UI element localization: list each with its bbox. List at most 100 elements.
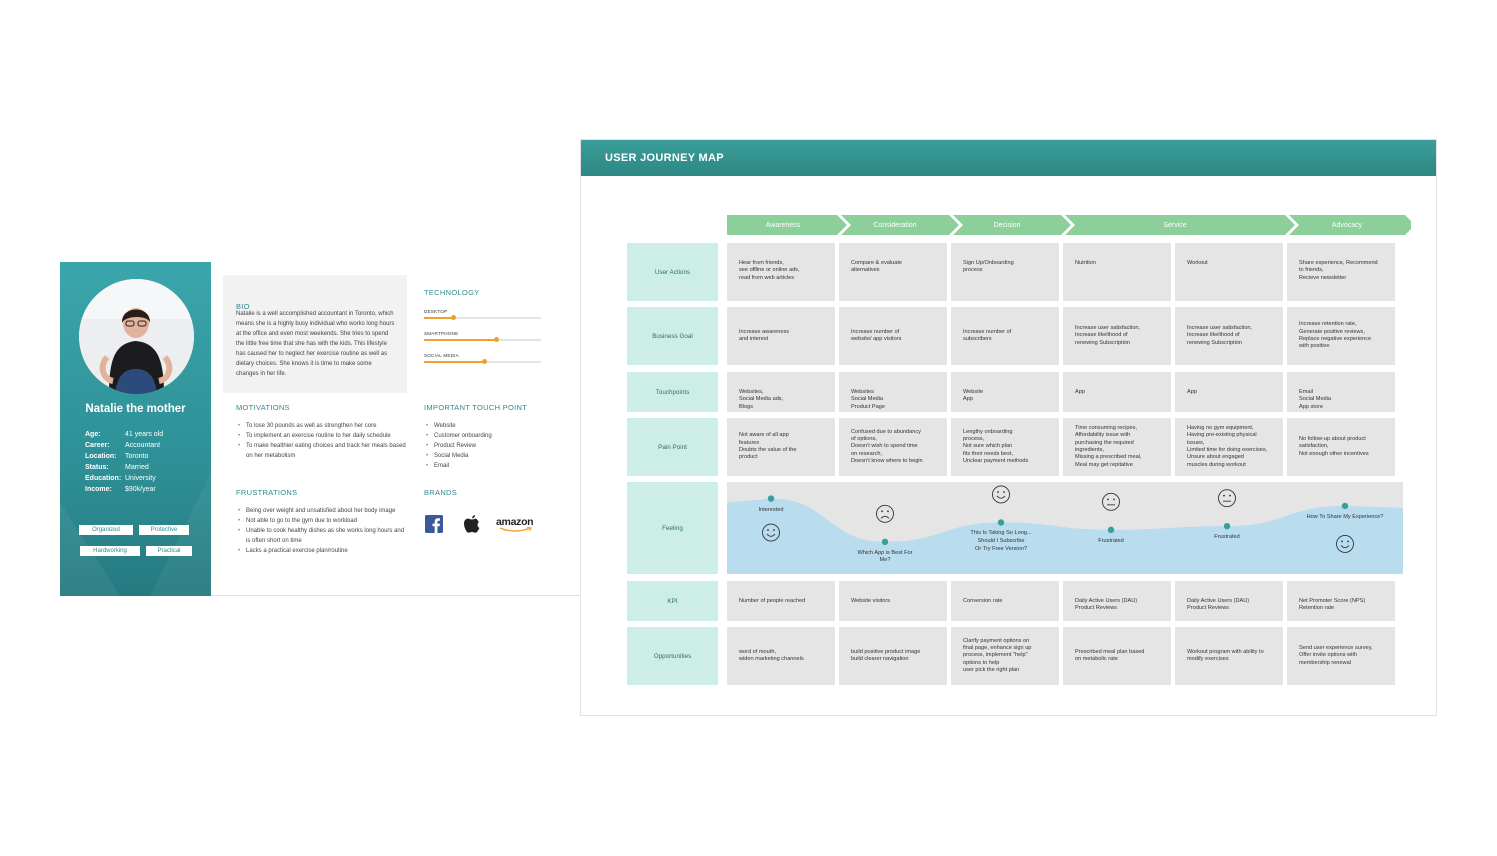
feeling-label: Frustrated xyxy=(1214,534,1240,541)
persona-info-key: Status: xyxy=(85,464,109,471)
journey-cell: Email Social Media App store xyxy=(1287,372,1395,412)
persona-info-value: University xyxy=(125,475,156,482)
happy-face-icon xyxy=(1336,534,1354,553)
feeling-label: This Is Taking So Long... Should I Subsc… xyxy=(970,530,1032,552)
journey-cell: Daily Active Users (DAU) Product Reviews xyxy=(1175,581,1283,621)
feeling-point xyxy=(1107,526,1115,534)
phase-label-advocacy: Advocacy xyxy=(1331,222,1363,229)
persona-info-key: Age: xyxy=(85,431,101,438)
journey-cell: Increase awareness and interest xyxy=(727,307,835,365)
journey-cell: Not aware of all app features Doubts the… xyxy=(727,418,835,476)
sad-face-icon xyxy=(876,504,894,523)
apple-logo-icon xyxy=(464,515,480,533)
bio-box: BIO Natalie is a well accomplished accou… xyxy=(223,275,407,393)
trait-tag-hardworking: Hardworking xyxy=(80,546,140,556)
tech-fill xyxy=(424,317,454,319)
tech-fill xyxy=(424,361,485,363)
journey-cell: Increase user satisfaction, Increase lik… xyxy=(1175,307,1283,365)
journey-cell: Website visitors xyxy=(839,581,947,621)
journey-cell: Clarify payment options on final page, e… xyxy=(951,627,1059,685)
motivations-title: MOTIVATIONS xyxy=(236,403,290,412)
feeling-label: Which App is Best For Me? xyxy=(857,549,913,564)
amazon-logo-icon: amazon xyxy=(496,516,536,532)
amazon-logo-text: amazon xyxy=(496,516,534,528)
journey-cell: Workout xyxy=(1175,243,1283,301)
phase-chevron-4 xyxy=(1289,215,1411,235)
feeling-label: How To Share My Experience? xyxy=(1306,513,1384,520)
bio-text: Natalie is a well accomplished accountan… xyxy=(236,311,395,377)
persona-info-row: Age:41 years old xyxy=(85,431,163,438)
list-item: To make healthier eating choices and tra… xyxy=(236,441,406,461)
list-item: Being over weight and unsatisfied about … xyxy=(236,506,406,516)
persona-info-value: Married xyxy=(125,464,149,471)
journey-cell: Websites Social Media Product Page xyxy=(839,372,947,412)
journey-cell: Confused due to abundancy of options, Do… xyxy=(839,418,947,476)
feeling-label: Frustrated xyxy=(1098,537,1124,544)
frustrations-list: Being over weight and unsatisfied about … xyxy=(236,506,406,556)
persona-info-row: Location: Toronto xyxy=(85,453,148,460)
journey-cell: Increase user satisfaction, Increase lik… xyxy=(1063,307,1171,365)
journey-cell: Send user experience survey, Offer invit… xyxy=(1287,627,1395,685)
tech-slider-handle[interactable] xyxy=(494,337,500,342)
journey-cell: App xyxy=(1063,372,1171,412)
tech-track xyxy=(424,359,541,364)
row-label-kpi: KPI xyxy=(627,581,718,621)
journey-cell: Conversion rate xyxy=(951,581,1059,621)
feeling-wave xyxy=(727,498,1403,574)
neutral-face-icon xyxy=(1102,492,1120,511)
tech-slider-handle[interactable] xyxy=(450,315,456,320)
persona-info-value: $90k/year xyxy=(125,486,156,493)
journey-cell: Daily Active Users (DAU) Product Reviews xyxy=(1063,581,1171,621)
journey-cell: Hear from friends, see offline or online… xyxy=(727,243,835,301)
journey-cell: Share experience, Recommend to friends, … xyxy=(1287,243,1395,301)
feeling-point xyxy=(881,538,889,545)
persona-info-row: Career: Accountant xyxy=(85,442,160,449)
list-item: Product Review xyxy=(424,441,564,451)
motivations-list: To lose 30 pounds as well as strengthen … xyxy=(236,421,406,461)
persona-info-key: Location: xyxy=(85,453,117,460)
phase-label-service: Service xyxy=(1163,222,1187,229)
amazon-smile-icon xyxy=(499,527,532,532)
feeling-label: Interested xyxy=(758,506,784,513)
list-item: To lose 30 pounds as well as strengthen … xyxy=(236,421,406,431)
persona-info-value: Accountant xyxy=(125,442,161,449)
row-label-business-goal: Business Goal xyxy=(627,307,718,365)
persona-info-key: Education: xyxy=(85,475,122,482)
list-item: Website xyxy=(424,421,564,431)
phase-chevron-1 xyxy=(841,215,959,235)
neutral-face-icon xyxy=(1218,489,1236,508)
tech-slider-handle[interactable] xyxy=(482,359,488,364)
row-label-opportunities: Opportunities xyxy=(627,627,718,685)
journey-cell: Having no gym equipment, Having pre-exis… xyxy=(1175,418,1283,476)
journey-cell: Increase retention rate, Generate positi… xyxy=(1287,307,1395,365)
persona-info-value: Toronto xyxy=(125,453,149,460)
phase-label-consideration: Consideration xyxy=(873,222,917,229)
persona-info-key: Income: xyxy=(85,486,112,493)
facebook-logo-icon xyxy=(425,515,443,533)
journey-cell: build positive product image build clear… xyxy=(839,627,947,685)
journey-cell: Net Promoter Score (NPS) Retention rate xyxy=(1287,581,1395,621)
journey-cell: Nutrition xyxy=(1063,243,1171,301)
avatar xyxy=(79,279,194,394)
persona-info-key: Career: xyxy=(85,442,110,449)
happy-face-icon xyxy=(992,485,1010,504)
tech-label-social-media: SOCIAL MEDIA xyxy=(424,353,459,358)
bio-title: BIO xyxy=(236,302,250,311)
journey-cell: Websites, Social Media ads, Blogs xyxy=(727,372,835,412)
list-item: Social Media xyxy=(424,451,564,461)
persona-info-row: Education:University xyxy=(85,475,156,482)
journey-map-header: USER JOURNEY MAP xyxy=(581,140,1436,176)
list-item: Lacks a practical exercise plan/routine xyxy=(236,546,406,556)
list-item: To implement an exercise routine to her … xyxy=(236,431,406,441)
feeling-chart xyxy=(727,482,1403,574)
journey-cell: Sign Up/Onboarding process xyxy=(951,243,1059,301)
phase-chevron-2 xyxy=(953,215,1071,235)
journey-cell: App xyxy=(1175,372,1283,412)
journey-cell: word of mouth, widen marketing channels xyxy=(727,627,835,685)
persona-info-row: Status: Married xyxy=(85,464,149,471)
list-item: Customer onboarding xyxy=(424,431,564,441)
phase-bar xyxy=(727,215,1411,235)
journey-cell: Increase number of website/ app visitors xyxy=(839,307,947,365)
journey-cell: Website App xyxy=(951,372,1059,412)
